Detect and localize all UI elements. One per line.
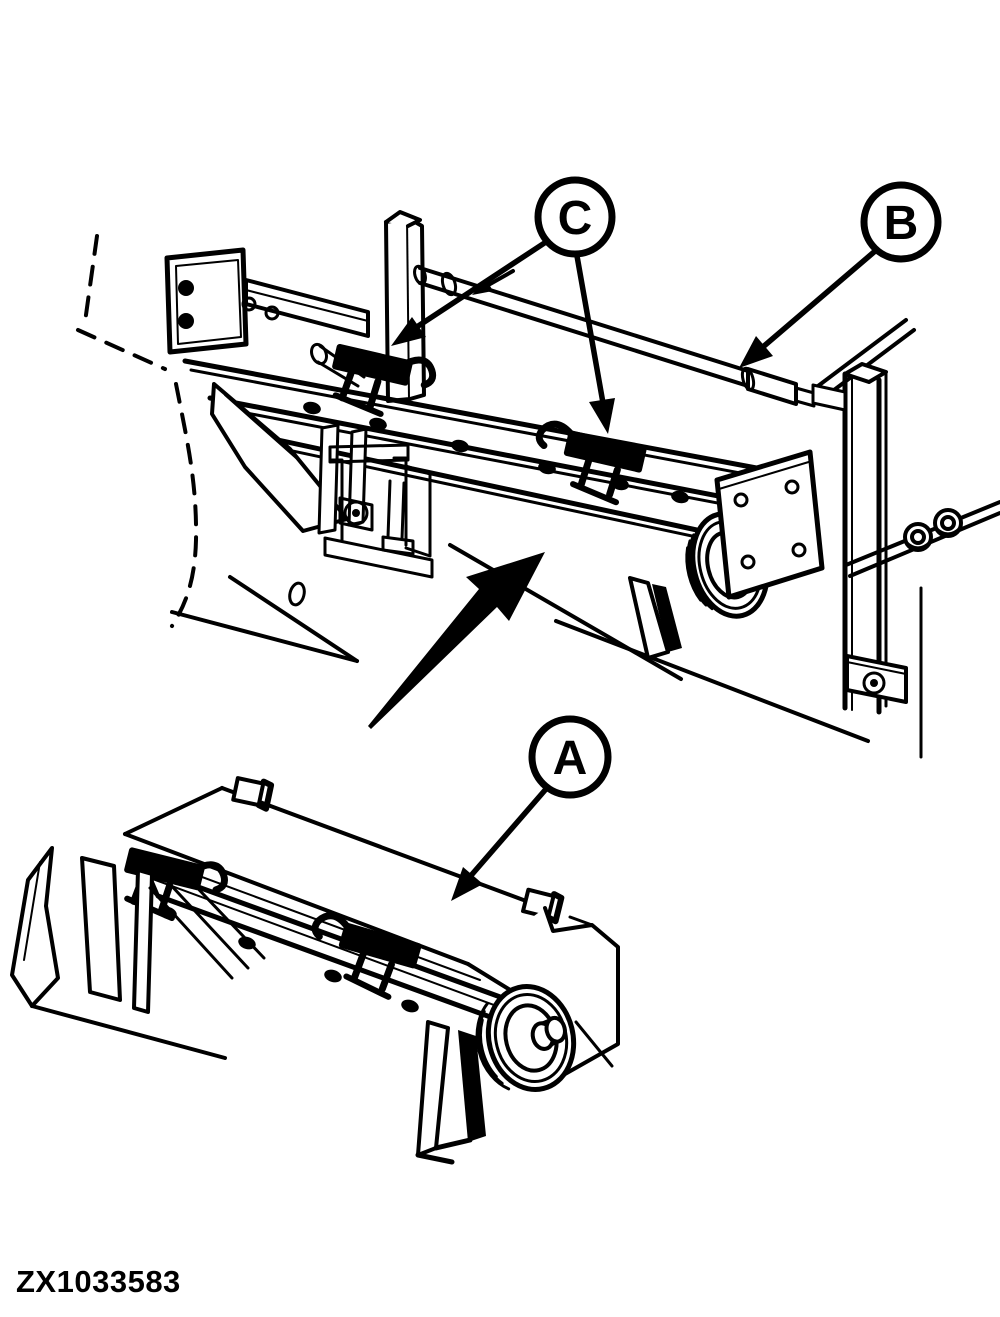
callout-c-arrow (400, 237, 552, 339)
bolt-icon (178, 313, 194, 329)
arrowhead-icon (472, 279, 493, 295)
latch-clamp (311, 912, 422, 1000)
post-foot (381, 479, 415, 556)
direction-arrow (368, 552, 545, 729)
retaining-clip (231, 776, 275, 812)
skid-shoe (10, 846, 266, 1060)
machine-cutaway-dashed-outline (76, 234, 199, 628)
post-bracket (845, 654, 908, 704)
hex-nut-icon (933, 508, 963, 538)
housing-rail (182, 358, 785, 551)
left-end-plate (210, 382, 368, 535)
callout-b: B (739, 181, 942, 368)
arrowhead-icon (589, 398, 615, 434)
callout-b-circle (860, 181, 942, 263)
removed-assembly-view (10, 776, 620, 1165)
housing-lower-edges (170, 543, 923, 759)
latch-clamp (332, 343, 437, 417)
right-vertical-post (811, 362, 888, 715)
callout-c-circle (534, 176, 616, 258)
support-rod (413, 264, 816, 408)
skid-legs (415, 1020, 486, 1165)
skid-legs (628, 576, 682, 660)
bolt-icon (178, 280, 194, 296)
arrowhead-icon (451, 867, 483, 901)
callout-a-arrow (465, 786, 549, 882)
screw-icon (733, 492, 749, 508)
hex-nut-icon (903, 522, 933, 552)
retaining-clip (521, 887, 565, 925)
left-mounting-plate (164, 247, 249, 355)
installed-view (76, 210, 1000, 759)
nut-shelf (844, 500, 1000, 578)
top-vertical-post (384, 210, 426, 403)
part-number-label: ZX1033583 (16, 1264, 181, 1299)
frame-cut-edge (816, 318, 916, 398)
callout-c-arrow (574, 253, 606, 406)
latch-clamp (535, 420, 647, 506)
arrowhead-icon (391, 317, 426, 346)
screw-icon (791, 542, 807, 558)
callout-a: A (451, 715, 612, 901)
support-bar (241, 278, 370, 338)
callout-a-label: A (553, 732, 588, 785)
screw-icon (740, 554, 756, 570)
rail-bolt-knobs (303, 401, 689, 504)
arrowhead-icon (739, 336, 773, 368)
oval-hole (288, 581, 306, 607)
screw-icon (264, 305, 280, 321)
callout-b-arrow (754, 249, 877, 355)
callout-a-circle (528, 715, 612, 799)
screw-icon (241, 296, 257, 312)
center-bracket (323, 443, 434, 579)
drive-pulley (475, 984, 577, 1092)
callout-c: C (391, 176, 616, 434)
callout-c-label: C (558, 192, 593, 245)
screw-icon (784, 479, 800, 495)
right-mounting-plate (714, 449, 825, 600)
callout-b-label: B (884, 197, 919, 250)
